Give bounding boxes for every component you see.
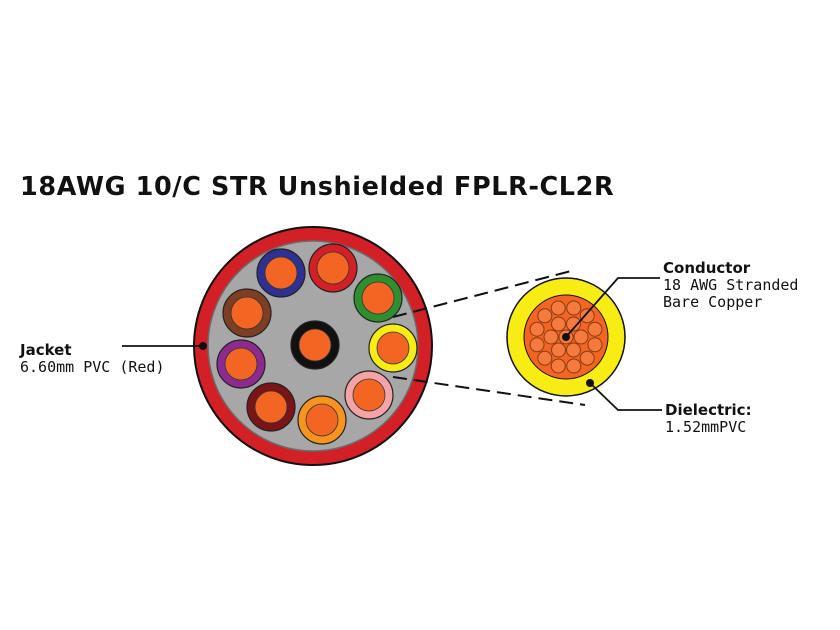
conductor-2-copper [316, 251, 350, 285]
jacket-label: Jacket 6.60mm PVC (Red) [20, 342, 165, 376]
conductor-label-desc-1: 18 AWG Stranded [663, 276, 799, 294]
conductor-3-copper [361, 281, 395, 315]
strand-outer-10 [566, 300, 582, 316]
jacket-leader-dot [199, 342, 207, 350]
strand-inner-2 [566, 342, 581, 358]
jacket-label-name: Jacket [20, 341, 72, 359]
conductor-9-copper [230, 296, 264, 330]
strand-inner-1 [573, 329, 589, 345]
conductor-6-copper [305, 403, 339, 437]
dielectric-leader-line [589, 382, 662, 411]
strand-outer-6 [529, 337, 545, 353]
strand-outer-7 [529, 321, 545, 337]
conductor-label-desc-2: Bare Copper [663, 293, 763, 311]
strand-inner-6 [566, 316, 581, 332]
strand-inner-3 [551, 342, 566, 358]
diagram-title: 18AWG 10/C STR Unshielded FPLR-CL2R [20, 172, 615, 202]
strand-outer-11 [579, 308, 595, 324]
conductor-leader-dot [562, 333, 570, 341]
strand-outer-1 [587, 337, 603, 353]
conductor-8-copper [224, 347, 258, 381]
zoom-line-bottom [392, 376, 586, 406]
dielectric-label-desc: 1.52mmPVC [665, 418, 747, 436]
conductor-label: Conductor 18 AWG Stranded Bare Copper [663, 260, 798, 311]
strand-outer-12 [587, 321, 603, 337]
strand-inner-4 [543, 329, 559, 345]
conductor-label-name: Conductor [663, 259, 751, 277]
strand-outer-2 [579, 350, 595, 366]
dielectric-leader-dot [586, 379, 594, 387]
strand-outer-5 [537, 350, 553, 366]
dielectric-label: Dielectric: 1.52mmPVC [665, 402, 752, 436]
conductor-leader-line [565, 277, 660, 338]
zoom-line-top [392, 269, 576, 318]
conductor-10-copper [298, 328, 332, 362]
jacket-label-desc: 6.60mm PVC (Red) [20, 358, 165, 376]
strand-outer-8 [537, 308, 553, 324]
strand-outer-4 [550, 358, 566, 374]
strand-outer-9 [550, 300, 566, 316]
conductor-1-copper [264, 256, 298, 290]
strand-inner-5 [551, 316, 566, 332]
conductor-4-copper [376, 331, 410, 365]
conductor-group [216, 243, 418, 445]
conductor-7-copper [254, 390, 288, 424]
dielectric-label-name: Dielectric: [665, 401, 752, 419]
strand-outer-3 [566, 358, 582, 374]
copper-strands [529, 300, 603, 374]
conductor-5-copper [352, 378, 386, 412]
